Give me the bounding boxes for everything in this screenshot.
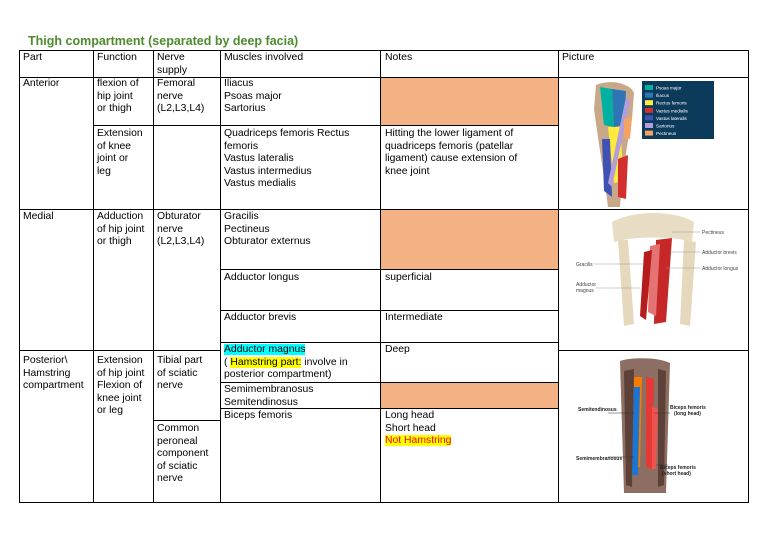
page-title: Thigh compartment (separated by deep fac… xyxy=(28,34,299,48)
label-adductor-brevis: Adductor brevis xyxy=(702,250,737,256)
legend-swatch xyxy=(645,92,653,98)
legend-swatch xyxy=(645,85,653,90)
legend-swatch xyxy=(645,123,653,128)
part-anterior: Anterior xyxy=(23,78,60,89)
label-biceps-long-2: (long head) xyxy=(674,411,701,417)
legend-label: Psoas major xyxy=(656,86,682,91)
label-gracilis: Gracilis xyxy=(576,262,593,268)
legend-swatch xyxy=(645,115,653,121)
legend-label: Vastus medialis xyxy=(656,108,689,113)
legend-label: Rectus femoris xyxy=(656,101,687,106)
adductor-brevis-note: Intermediate xyxy=(385,312,443,323)
part-medial: Medial xyxy=(23,211,54,222)
biceps-femoris: Biceps femoris xyxy=(224,410,293,421)
adductor-brevis: Adductor brevis xyxy=(224,312,297,323)
header-picture: Picture xyxy=(562,52,595,63)
notes-fill-medial xyxy=(381,210,558,269)
label-adductor-longus: Adductor longus xyxy=(702,266,739,272)
adductor-magnus-note: Deep xyxy=(385,344,410,355)
label-pectineus: Pectineus xyxy=(702,230,724,236)
label-adductor-magnus-2: magnus xyxy=(576,288,594,294)
legend-label: Vastus lateralis xyxy=(656,116,688,121)
adductor-longus: Adductor longus xyxy=(224,272,300,283)
label-biceps-short-1: Biceps femoris xyxy=(660,465,696,471)
label-adductor-magnus-1: Adductor xyxy=(576,282,596,288)
legend-label: Pectineus xyxy=(656,131,677,136)
label-biceps-short-2: (short head) xyxy=(662,471,691,477)
label-semimembranosus: Semimembranosus xyxy=(576,456,622,462)
header-function: Function xyxy=(97,52,137,63)
header-part: Part xyxy=(23,52,43,63)
header-muscles: Muscles involved xyxy=(224,52,304,63)
label-biceps-long-1: Biceps femoris xyxy=(670,405,706,411)
notes-fill-semi xyxy=(381,383,558,408)
legend-label: Sartorius xyxy=(656,124,675,129)
legend-label: Iliacus xyxy=(656,93,670,98)
adductor-magnus: Adductor magnus ( Hamstring part: involv… xyxy=(224,344,348,381)
legend-swatch xyxy=(645,100,653,106)
adductor-longus-note: superficial xyxy=(385,272,432,283)
notes-fill-anterior xyxy=(381,78,558,125)
posterior-thigh-image: Semitendinosus Biceps femoris (long head… xyxy=(574,357,714,499)
medial-thigh-image: Pectineus Adductor brevis Adductor longu… xyxy=(574,212,746,332)
legend-swatch xyxy=(645,130,653,136)
header-notes: Notes xyxy=(385,52,413,63)
label-semitendinosus: Semitendinosus xyxy=(578,407,617,413)
legend-swatch xyxy=(645,107,653,113)
